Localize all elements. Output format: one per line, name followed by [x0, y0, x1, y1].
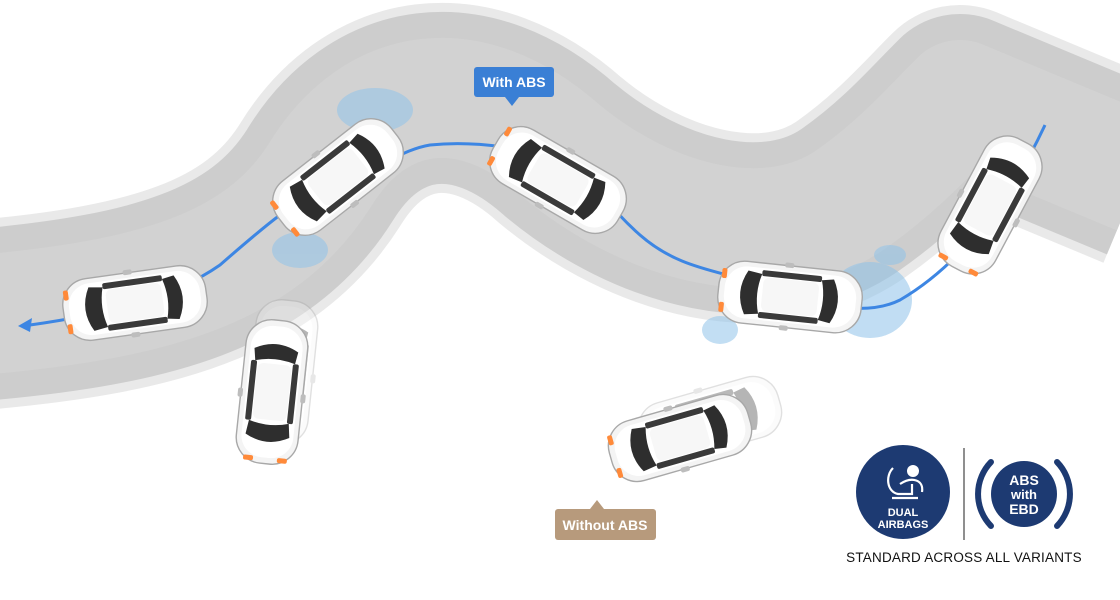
abs-brake-icon: [975, 459, 1073, 529]
abs-line1: ABS: [1009, 472, 1039, 488]
airbags-line2: AIRBAGS: [878, 519, 929, 531]
abs-line2: with: [1010, 487, 1037, 502]
arrow-left-icon: [18, 318, 32, 332]
standard-variants-caption: STANDARD ACROSS ALL VARIANTS: [846, 550, 1082, 565]
car-without-abs-2: [600, 366, 790, 492]
abs-line3: EBD: [1009, 501, 1039, 517]
abs-ebd-badge: ABS with EBD: [975, 459, 1073, 529]
with-abs-label: With ABS: [482, 74, 545, 90]
water-splashes: [272, 88, 912, 344]
without-abs-tag: Without ABS: [555, 500, 656, 540]
airbag-person-icon: [887, 465, 924, 500]
dual-airbags-badge: DUAL AIRBAGS: [856, 445, 950, 539]
with-abs-tag: With ABS: [474, 67, 554, 106]
airbags-line1: DUAL: [888, 507, 919, 519]
without-abs-label: Without ABS: [563, 517, 648, 533]
